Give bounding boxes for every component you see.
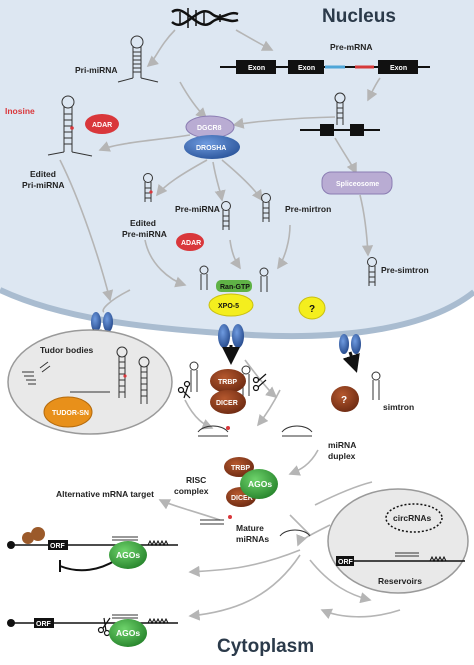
nucleus-title: Nucleus <box>322 6 396 27</box>
pri-mirna-label: Pri-miRNA <box>75 65 118 75</box>
risc-trbp-label: TRBP <box>231 465 250 472</box>
edited-pri-mirna-label-2: Pri-miRNA <box>22 180 65 190</box>
simtron-processor-label: ? <box>341 395 347 406</box>
mature-mirna-strand <box>279 529 311 537</box>
mirna-duplex-label-1: miRNA <box>328 440 356 450</box>
tudor-sn-protein <box>43 396 93 428</box>
agos-target-2-label: AGOs <box>116 628 140 638</box>
agos-target-2 <box>109 619 147 647</box>
pre-simtron-label: Pre-simtron <box>381 265 429 275</box>
risc-agos <box>240 469 278 499</box>
duplex-edit-marker <box>226 426 230 430</box>
tudor-rna-fragments <box>22 346 150 404</box>
adar-label-2: ADAR <box>181 240 201 247</box>
nucleus-region <box>0 0 474 337</box>
xpo5-label: XPO-5 <box>218 303 239 310</box>
tudor-bodies-label: Tudor bodies <box>40 345 93 355</box>
nuclear-pore-right <box>339 334 361 354</box>
target-mrna-1 <box>7 527 178 572</box>
scissors-icon <box>97 617 111 637</box>
risc-complex-label-1: RISC <box>186 475 206 485</box>
cytoplasm-title: Cytoplasm <box>217 636 314 657</box>
exon-label-2: Exon <box>298 65 315 72</box>
intron-hairpin <box>300 92 380 136</box>
risc-trbp <box>224 457 254 477</box>
tudor-edit-marker <box>123 374 127 378</box>
ran-gtp-label: Ran-GTP <box>220 284 250 291</box>
adar-enzyme <box>85 114 119 134</box>
pre-mirtron-label: Pre-mirtron <box>285 204 331 214</box>
agos-target-1 <box>109 541 147 569</box>
scissors-icon <box>252 373 267 392</box>
edit-site-marker <box>149 190 153 194</box>
reservoir-mrna <box>336 552 465 566</box>
reservoir-orf-label: ORF <box>338 559 354 566</box>
risc-dicer-label: DICER <box>231 495 253 502</box>
target-1-orf-label: ORF <box>50 543 66 550</box>
exon-label-3: Exon <box>390 65 407 72</box>
export-hairpins <box>199 265 269 292</box>
dna-helix-icon <box>171 8 239 28</box>
ran-gtp-protein <box>216 280 252 292</box>
dicer-protein <box>210 390 246 414</box>
inosine-label: Inosine <box>5 106 35 116</box>
exon-label-1: Exon <box>248 65 265 72</box>
pri-mirna-hairpin <box>117 35 159 83</box>
circrnas-label: circRNAs <box>393 513 432 523</box>
adar-enzyme-2 <box>176 233 204 251</box>
spliceosome-label: Spliceosome <box>336 181 379 188</box>
simtron-label: simtron <box>383 402 414 412</box>
mature-edit-marker <box>228 515 232 519</box>
tudor-sn-label: TUDOR-SN <box>52 410 89 417</box>
unknown-exporter-label: ? <box>309 304 315 315</box>
reservoirs-label: Reservoirs <box>378 576 422 586</box>
cytoplasmic-hairpins <box>189 361 381 400</box>
nuclear-pore-center <box>218 324 244 348</box>
nuclear-pore-left <box>91 312 113 332</box>
xpo5-protein <box>208 293 254 317</box>
agos-target-1-label: AGOs <box>116 550 140 560</box>
trbp-protein <box>210 369 246 393</box>
trbp-label: TRBP <box>218 379 237 386</box>
dgcr8-label: DGCR8 <box>197 125 222 132</box>
mature-mirnas-label-1: Mature <box>236 523 264 533</box>
scissors-icon <box>177 380 191 399</box>
adar-label: ADAR <box>92 122 112 129</box>
mirna-duplex-label-2: duplex <box>328 451 356 461</box>
nuclear-hairpins <box>143 173 377 286</box>
dicer-label: DICER <box>216 400 238 407</box>
edited-pri-mirna-label-1: Edited <box>30 169 56 179</box>
target-mrna-2 <box>7 614 178 628</box>
pre-mrna-strand <box>220 60 430 74</box>
spliceosome-complex <box>321 171 393 195</box>
circrna-loop <box>385 503 443 533</box>
mature-mirnas-label-2: miRNAs <box>236 534 269 544</box>
drosha-label: DROSHA <box>196 145 226 152</box>
alternative-target-label: Alternative mRNA target <box>56 489 154 499</box>
duplex-strands <box>197 425 313 525</box>
drosha-protein <box>184 135 240 159</box>
pre-mirna-label: Pre-miRNA <box>175 204 220 214</box>
simtron-processor <box>331 386 359 412</box>
edited-pre-mirna-label-2: Pre-miRNA <box>122 229 167 239</box>
edited-pri-mirna-hairpin <box>47 95 93 157</box>
flow-arrows <box>59 29 401 621</box>
unknown-exporter <box>298 296 326 320</box>
target-2-orf-label: ORF <box>36 621 52 628</box>
edited-pre-mirna-label-1: Edited <box>130 218 156 228</box>
reservoirs-compartment <box>327 488 469 594</box>
risc-agos-label: AGOs <box>248 479 272 489</box>
risc-complex-label-2: complex <box>174 486 209 496</box>
pre-mrna-label: Pre-mRNA <box>330 42 373 52</box>
